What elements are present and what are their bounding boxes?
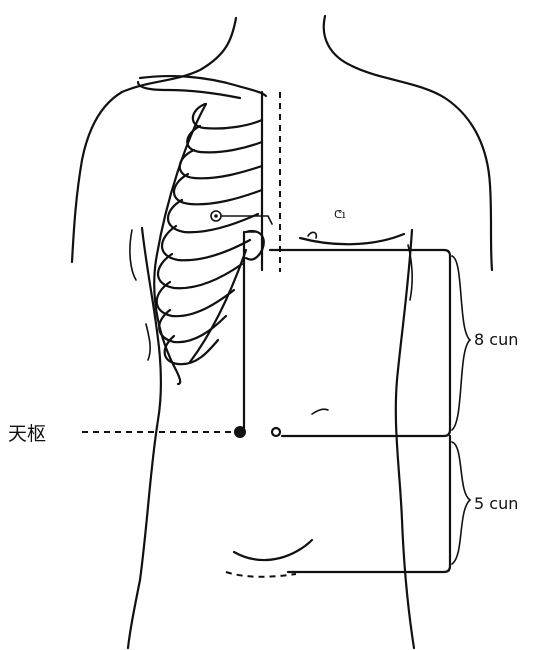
umbilicus-point [272,428,280,436]
torso-outline [72,16,492,648]
sternum-notch [308,232,316,238]
hip-mark [146,324,150,360]
nipple-mark: ᕦı [334,208,346,221]
lower-span-label: 5 cun [474,494,518,513]
tianshu-point [234,426,246,438]
measurement-frame [270,250,470,572]
ribcage [154,92,264,384]
acupoint-label: 天枢 [8,419,46,446]
clavicle [138,76,266,98]
umbilicus-curve [312,409,328,414]
upper-span-label: 8 cun [474,330,518,349]
